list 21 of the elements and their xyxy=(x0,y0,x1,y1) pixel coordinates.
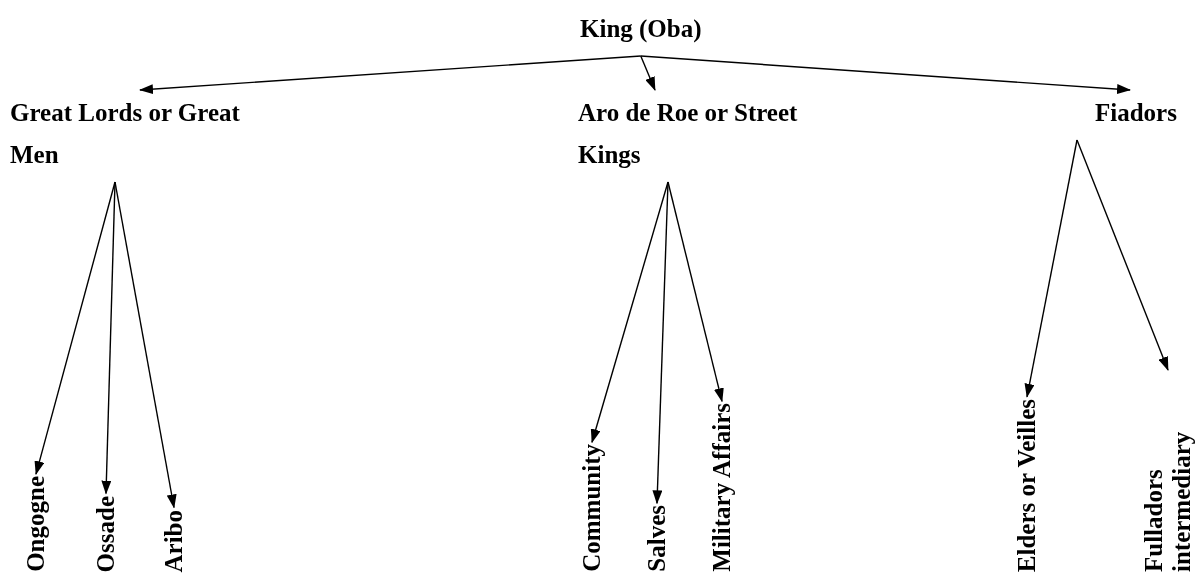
arrow xyxy=(652,181,669,505)
arrow xyxy=(667,181,724,403)
node-label: Aribo xyxy=(160,509,188,572)
node-label: Great Lords or Great Men xyxy=(10,92,240,176)
node-label: Community xyxy=(578,444,606,572)
node-label: Military Affairs xyxy=(708,403,736,572)
arrow xyxy=(640,55,656,91)
node-label: Aro de Roe or Street Kings xyxy=(578,92,798,176)
arrow xyxy=(101,181,116,495)
node-label: Fiadors xyxy=(1095,92,1177,134)
node-label: Elders or Veilles xyxy=(1013,398,1041,572)
node-label: Ossade xyxy=(92,495,120,572)
arrow xyxy=(139,55,642,95)
arrow xyxy=(1024,139,1078,398)
arrow xyxy=(114,181,177,509)
node-label: Salves xyxy=(643,505,671,572)
node-label: King (Oba) xyxy=(580,8,702,50)
arrow xyxy=(640,55,1131,95)
node-label: Ongogne xyxy=(22,476,50,572)
arrow xyxy=(1076,139,1169,371)
node-label: Fulladors intermediary xyxy=(1140,372,1196,572)
